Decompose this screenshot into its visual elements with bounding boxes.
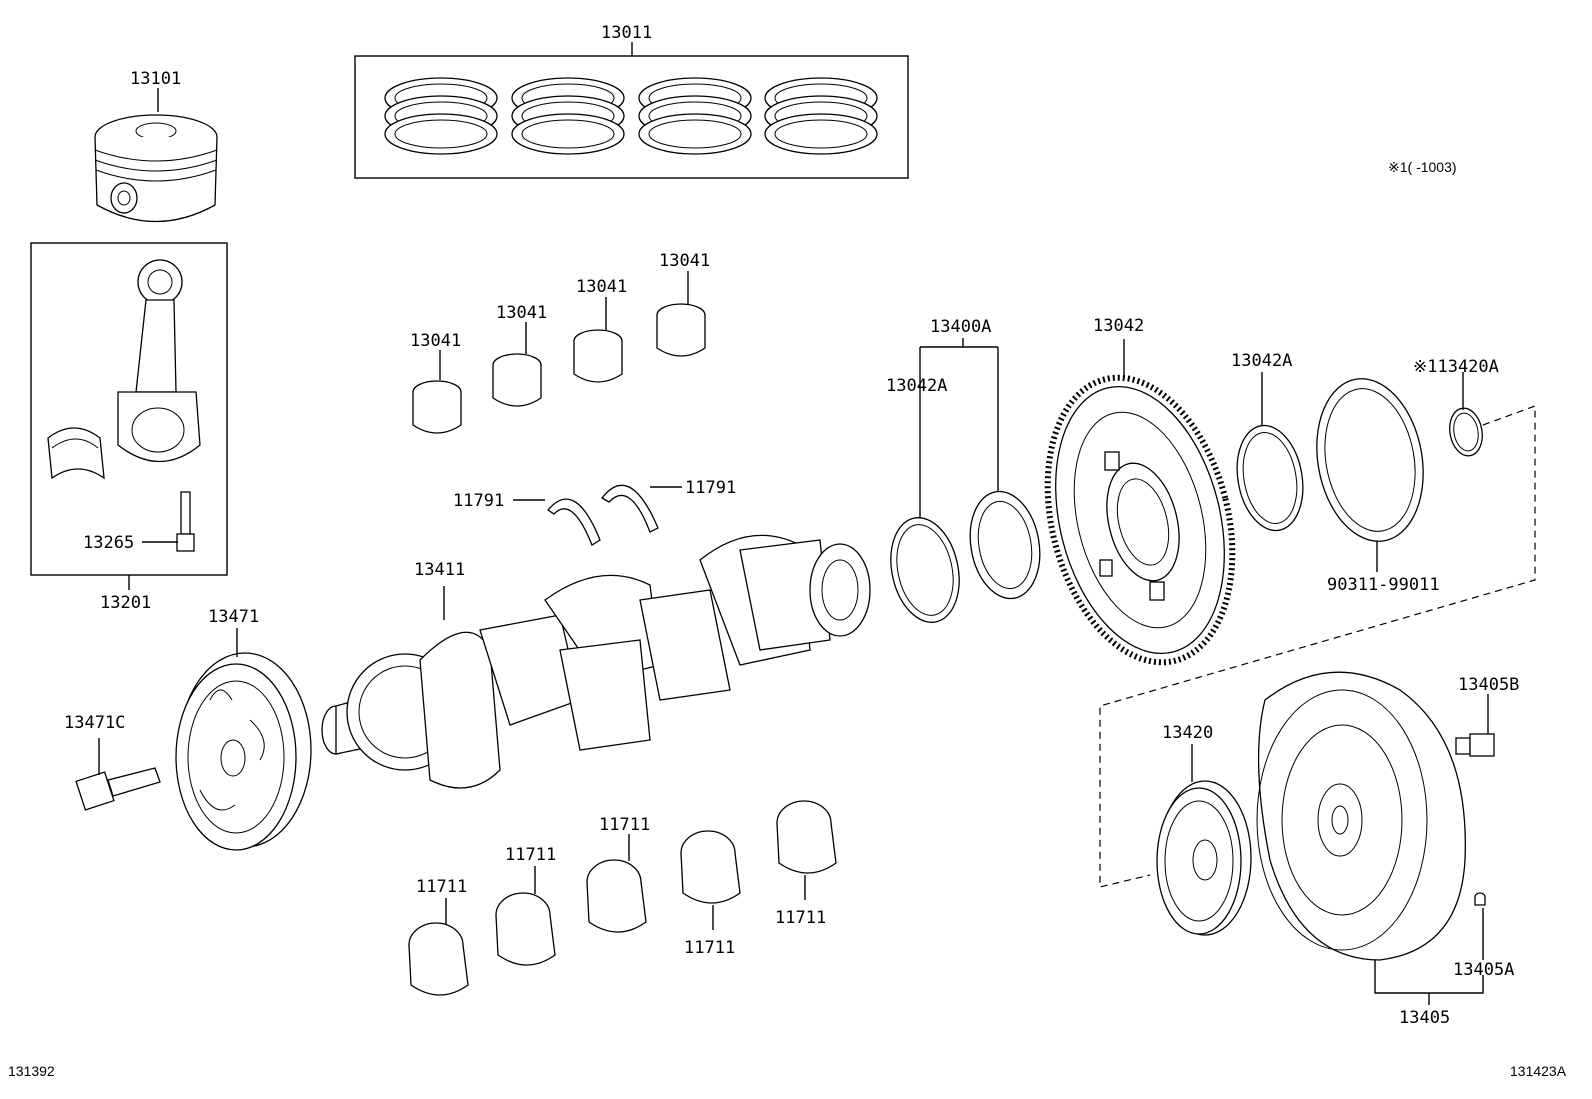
oil-seal[interactable]: [1305, 370, 1436, 550]
label-oil-seal: 90311-99011: [1327, 575, 1440, 595]
label-piston: 13101: [130, 69, 181, 89]
label-spacer: ※113420A: [1413, 357, 1499, 377]
label-flywheel: 13420: [1162, 723, 1213, 743]
label-conrod-bearing-3: 13041: [576, 277, 627, 297]
label-conrod-bearing-4: 13041: [659, 251, 710, 271]
label-flywheel-bolt: 13405B: [1458, 675, 1519, 695]
piston[interactable]: [94, 114, 218, 223]
conrod-bearing-4[interactable]: [656, 303, 706, 357]
ring-gear-ring-2[interactable]: [1229, 420, 1310, 536]
crankshaft-pulley[interactable]: [175, 652, 312, 851]
connecting-rod[interactable]: [117, 259, 201, 463]
label-gear-ring: 13042A: [886, 376, 947, 396]
conrod-bearing-1[interactable]: [412, 380, 462, 434]
label-pulley-bolt: 13471C: [64, 713, 125, 733]
main-bearing-2[interactable]: [495, 892, 556, 966]
flywheel[interactable]: [1156, 780, 1252, 936]
piston-ring-group-1[interactable]: [384, 77, 498, 155]
label-main-bearing-2: 11711: [505, 845, 556, 865]
label-gear-ring-2: 13042A: [1231, 351, 1292, 371]
label-conrod-bearing-1: 13041: [410, 331, 461, 351]
label-conrod-bolt: 13265: [83, 533, 134, 553]
main-bearing-4[interactable]: [680, 830, 741, 904]
ring-gear-ring[interactable]: [882, 511, 969, 628]
footer-left-code: 131392: [8, 1063, 55, 1079]
main-bearing-1[interactable]: [408, 922, 469, 996]
label-main-bearing-5: 11711: [775, 908, 826, 928]
footer-right-code: 131423A: [1510, 1063, 1567, 1079]
conrod-bearing-shell[interactable]: [47, 427, 105, 480]
label-flywheel-gear: 13042: [1093, 316, 1144, 336]
main-bearing-3[interactable]: [586, 859, 647, 933]
label-ring-set: 13011: [601, 23, 652, 43]
main-bearing-5[interactable]: [776, 800, 837, 874]
flywheel-assembly[interactable]: [1256, 671, 1466, 961]
label-pulley: 13471: [208, 607, 259, 627]
conrod-bolt[interactable]: [176, 491, 195, 552]
thrust-washer-left[interactable]: [547, 498, 601, 546]
crankshaft[interactable]: [321, 534, 871, 789]
label-conrod-assy: 13201: [100, 593, 151, 613]
ring-gear-spacer[interactable]: [962, 486, 1048, 604]
piston-ring-group-3[interactable]: [638, 77, 752, 155]
pulley-bolt[interactable]: [75, 767, 161, 811]
spacer-ring[interactable]: [1446, 406, 1486, 459]
thrust-washer-right[interactable]: [601, 484, 659, 533]
label-gear-sub-assy: 13400A: [930, 317, 991, 337]
label-main-bearing-4: 11711: [684, 938, 735, 958]
piston-ring-group-4[interactable]: [764, 77, 878, 155]
label-thrust-washer-right: 11791: [685, 478, 736, 498]
bracket-gear-sub-assy: [919, 338, 999, 520]
knock-pin[interactable]: [1474, 892, 1486, 906]
conrod-bearing-3[interactable]: [573, 329, 623, 383]
label-main-bearing-1: 11711: [416, 877, 467, 897]
conrod-bearing-2[interactable]: [492, 353, 542, 407]
label-crankshaft: 13411: [414, 560, 465, 580]
label-thrust-washer-left: 11791: [453, 491, 504, 511]
label-flywheel-assy: 13405: [1399, 1008, 1450, 1028]
applicability-note: ※1( -1003): [1388, 159, 1457, 175]
flywheel-bolt[interactable]: [1455, 733, 1495, 757]
piston-ring-group-2[interactable]: [511, 77, 625, 155]
label-main-bearing-3: 11711: [599, 815, 650, 835]
label-conrod-bearing-2: 13041: [496, 303, 547, 323]
label-pin: 13405A: [1453, 960, 1514, 980]
flywheel-gear[interactable]: [1020, 358, 1261, 682]
